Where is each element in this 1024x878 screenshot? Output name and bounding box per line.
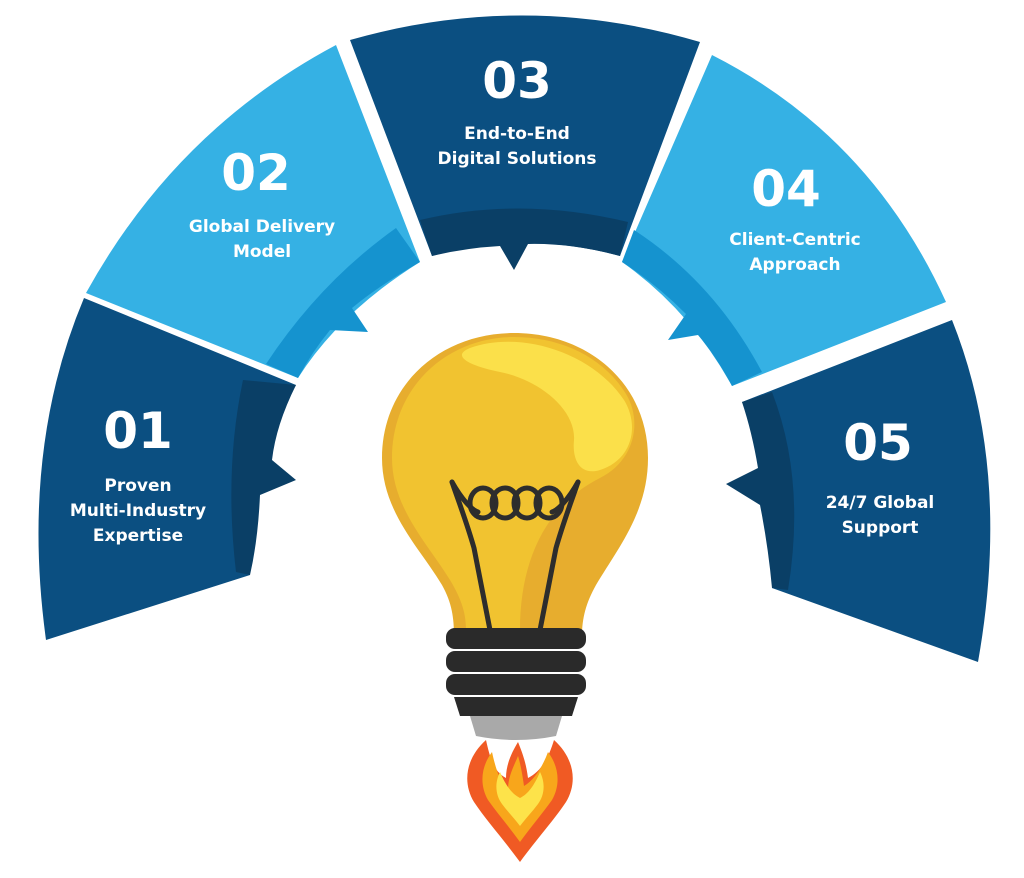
segment-02-label-line-2: Model bbox=[233, 242, 291, 262]
segment-01-label-line-1: Proven bbox=[104, 476, 171, 496]
segment-04-label-line-2: Approach bbox=[749, 255, 840, 275]
bulb-base bbox=[446, 628, 586, 740]
segment-03-outer bbox=[350, 15, 700, 256]
segment-05-label-line-2: Support bbox=[842, 518, 919, 538]
segment-01-label-line-3: Expertise bbox=[93, 526, 183, 546]
flame-inner bbox=[496, 772, 544, 826]
segment-05-outer bbox=[742, 320, 991, 662]
arc-segments bbox=[38, 15, 991, 662]
segment-03-label-line-2: Digital Solutions bbox=[438, 149, 597, 169]
segment-01 bbox=[38, 298, 296, 640]
bulb-highlight bbox=[461, 341, 632, 472]
segment-05 bbox=[726, 320, 991, 662]
segment-02-label-line-1: Global Delivery bbox=[189, 217, 335, 237]
segment-05-number: 05 bbox=[843, 414, 913, 472]
segment-01-inner-band bbox=[231, 380, 296, 575]
segment-01-label-line-2: Multi-Industry bbox=[70, 501, 206, 521]
segment-03 bbox=[350, 15, 700, 270]
segment-04-number: 04 bbox=[751, 160, 821, 218]
segment-04-inner-band bbox=[622, 230, 762, 386]
segment-04 bbox=[622, 55, 946, 386]
filament bbox=[449, 479, 581, 633]
segment-01-number: 01 bbox=[103, 402, 173, 460]
rocket-flame-icon bbox=[467, 740, 573, 862]
segment-01-outer bbox=[38, 298, 296, 640]
flame-middle bbox=[482, 752, 558, 842]
segment-03-inner-band bbox=[420, 208, 628, 270]
segment-05-label-line-1: 24/7 Global bbox=[826, 493, 935, 513]
segment-02 bbox=[86, 45, 420, 378]
lightbulb-icon bbox=[382, 333, 648, 862]
segment-04-label-line-1: Client-Centric bbox=[729, 230, 860, 250]
segment-02-inner-band bbox=[266, 228, 420, 378]
segment-texts: 01 Proven Multi-Industry Expertise 02 Gl… bbox=[70, 52, 934, 546]
segment-02-number: 02 bbox=[221, 144, 291, 202]
segment-03-label-line-1: End-to-End bbox=[464, 124, 570, 144]
segment-05-inner-band bbox=[726, 392, 795, 590]
segment-03-number: 03 bbox=[482, 52, 552, 110]
